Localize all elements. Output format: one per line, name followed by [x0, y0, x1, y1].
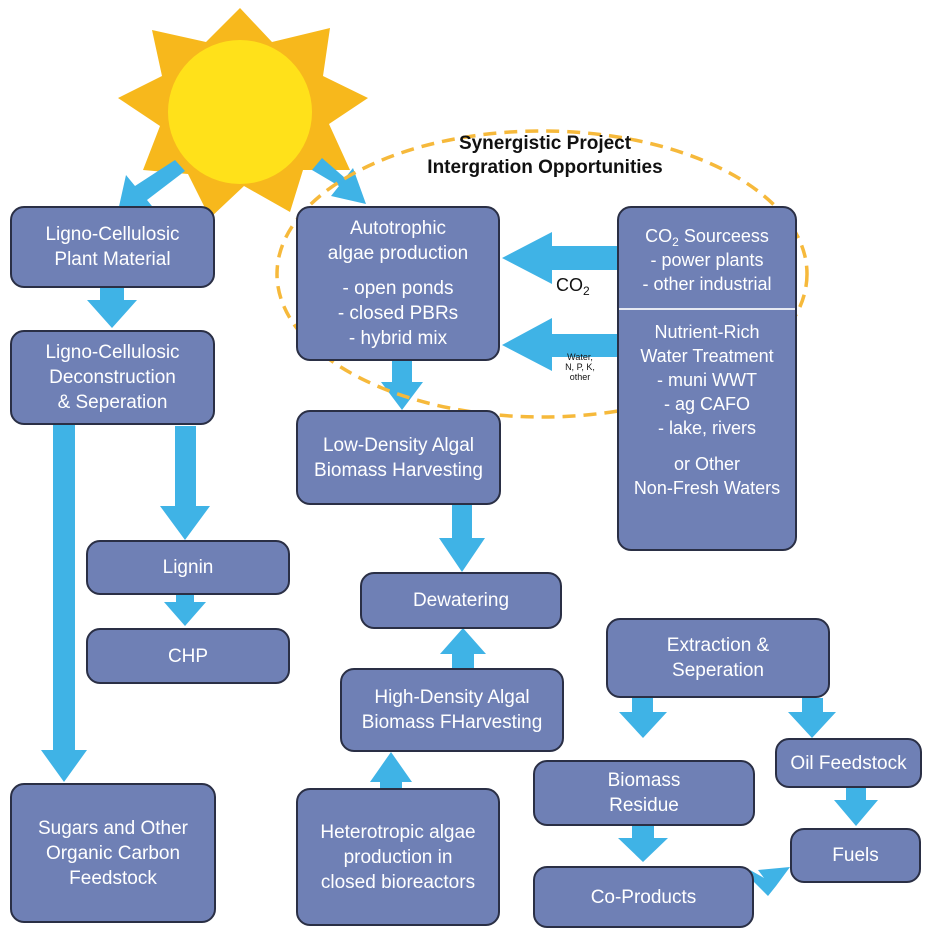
box-text: Plant Material [54, 249, 171, 270]
synergy-title-line1: Synergistic Project [458, 133, 632, 154]
box-text: Ligno-Cellulosic [45, 224, 180, 245]
sun-icon [118, 8, 368, 218]
box-text: Heterotropic algae [320, 821, 476, 843]
box-ligno-deconstruction: Ligno-Cellulosic Deconstruction & Sepera… [10, 330, 215, 425]
box-dewatering: Dewatering [360, 572, 562, 629]
synergy-title: Synergistic Project Intergration Opportu… [395, 132, 695, 180]
arrows [41, 158, 878, 896]
box-text: or Other [673, 454, 741, 474]
box-text: High-Density Algal [374, 687, 530, 708]
arrow-coproducts-to-fuels [750, 867, 790, 896]
box-text: Autotrophic [349, 218, 447, 239]
box-text: Lignin [162, 557, 214, 578]
arrow-decon-to-sugars [41, 424, 87, 782]
arrow-extraction-to-oil [788, 698, 836, 738]
box-lignin: Lignin [86, 540, 290, 595]
box-text: Nutrient-Rich [654, 322, 760, 342]
box-list-item: - open ponds [342, 278, 454, 299]
box-list-item: - other industrial [642, 274, 772, 294]
box-co-products: Co-Products [533, 866, 754, 928]
arrow-sun-to-ligno [118, 160, 185, 211]
box-high-density-harvesting: High-Density Algal Biomass FHarvesting [340, 668, 564, 752]
box-list-item: - lake, rivers [657, 418, 756, 438]
box-sugars-feedstock: Sugars and Other Organic Carbon Feedstoc… [10, 783, 216, 923]
box-text: Extraction & [666, 635, 770, 656]
box-oil-feedstock: Oil Feedstock [775, 738, 922, 788]
box-text: Ligno-Cellulosic [45, 342, 180, 363]
box-text: Biomass [607, 770, 681, 791]
co2-arrow-label: CO2 [556, 275, 590, 298]
box-low-density-harvesting: Low-Density Algal Biomass Harvesting [296, 410, 501, 505]
box-text: closed bioreactors [320, 871, 476, 893]
arrow-water-to-auto [502, 318, 617, 371]
box-text: Dewatering [412, 590, 510, 611]
box-text: Biomass Harvesting [314, 459, 483, 481]
arrow-highdensity-to-dewatering [440, 628, 486, 668]
box-extraction-separation: Extraction & Seperation [606, 618, 830, 698]
arrow-lignin-to-chp [164, 594, 206, 626]
box-biomass-residue: Biomass Residue [533, 760, 755, 826]
arrow-sun-to-autotrophic [312, 158, 366, 204]
box-text: Co-Products [590, 886, 697, 908]
arrow-oil-to-fuels [834, 786, 878, 826]
box-text: production in [343, 846, 453, 868]
synergy-dashed-ellipse [275, 129, 809, 419]
box-text: Biomass FHarvesting [361, 712, 543, 733]
box-text: Residue [609, 795, 679, 816]
arrow-residue-to-coproducts [618, 824, 668, 862]
box-chp: CHP [86, 628, 290, 684]
box-text: Non-Fresh Waters [633, 478, 781, 498]
box-text: Organic Carbon [45, 842, 181, 864]
box-text: Fuels [832, 845, 879, 866]
arrow-co2-to-auto [502, 232, 617, 284]
box-text: algae production [327, 243, 469, 264]
water-arrow-label: Water, N, P, K, other [565, 352, 595, 382]
box-autotrophic-algae: Autotrophic algae production - open pond… [296, 206, 500, 361]
box-text: Sugars and Other [38, 817, 188, 839]
box-text: Deconstruction [49, 367, 176, 388]
arrow-auto-to-lowdensity [381, 360, 423, 410]
box-fuels: Fuels [790, 828, 921, 883]
box-list-item: - hybrid mix [348, 328, 448, 349]
box-text: Water Treatment [640, 346, 774, 366]
arrow-decon-to-lignin [160, 426, 210, 540]
box-list-item: - muni WWT [657, 370, 757, 390]
co2-sources-title: CO2 Sourceess [645, 226, 769, 249]
box-divider [619, 308, 795, 310]
synergy-title-line2: Intergration Opportunities [427, 157, 663, 178]
box-co2-and-water-sources: CO2 Sourceess - power plants - other ind… [617, 206, 797, 551]
arrow-ligno-down [87, 286, 137, 328]
box-text: & Seperation [57, 392, 168, 413]
arrow-hetero-to-highdensity [370, 752, 412, 788]
arrow-extraction-to-residue [619, 698, 667, 738]
box-text: Seperation [672, 660, 764, 681]
box-text: Feedstock [69, 867, 157, 889]
box-text: Oil Feedstock [790, 752, 907, 774]
box-list-item: - power plants [650, 250, 764, 270]
box-heterotropic-algae: Heterotropic algae production in closed … [296, 788, 500, 926]
box-text: CHP [167, 645, 209, 667]
box-text: Low-Density Algal [322, 434, 475, 456]
arrow-lowdensity-to-dewatering [439, 504, 485, 572]
box-list-item: - ag CAFO [663, 394, 751, 414]
box-ligno-plant-material: Ligno-Cellulosic Plant Material [10, 206, 215, 288]
box-list-item: - closed PBRs [337, 303, 459, 324]
